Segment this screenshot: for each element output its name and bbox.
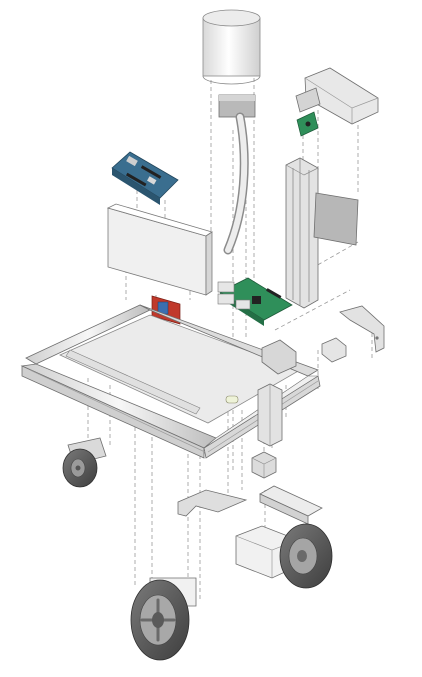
raspberry-pi-board bbox=[217, 277, 293, 326]
drive-wheel-left bbox=[130, 577, 197, 661]
cylinder-container bbox=[202, 9, 261, 85]
small-standoff bbox=[225, 395, 239, 404]
small-corner-bracket bbox=[321, 337, 347, 363]
bent-tube-with-nozzle bbox=[218, 94, 256, 255]
camera-mount-bracket bbox=[295, 67, 379, 125]
mounting-plate bbox=[313, 192, 359, 246]
camera-module bbox=[296, 111, 319, 137]
short-extrusion-bar bbox=[259, 485, 323, 525]
frame-post-bracket bbox=[261, 339, 297, 375]
drive-wheel-right bbox=[279, 523, 333, 589]
corner-bracket-right bbox=[339, 305, 385, 353]
battery-block bbox=[106, 203, 213, 296]
angle-bracket-bottom bbox=[177, 489, 248, 517]
front-caster-wheel bbox=[62, 437, 107, 488]
vertical-aluminum-post bbox=[285, 157, 319, 309]
cube-connector bbox=[251, 451, 277, 479]
short-vertical-post bbox=[257, 383, 283, 447]
arduino-board bbox=[111, 151, 179, 205]
